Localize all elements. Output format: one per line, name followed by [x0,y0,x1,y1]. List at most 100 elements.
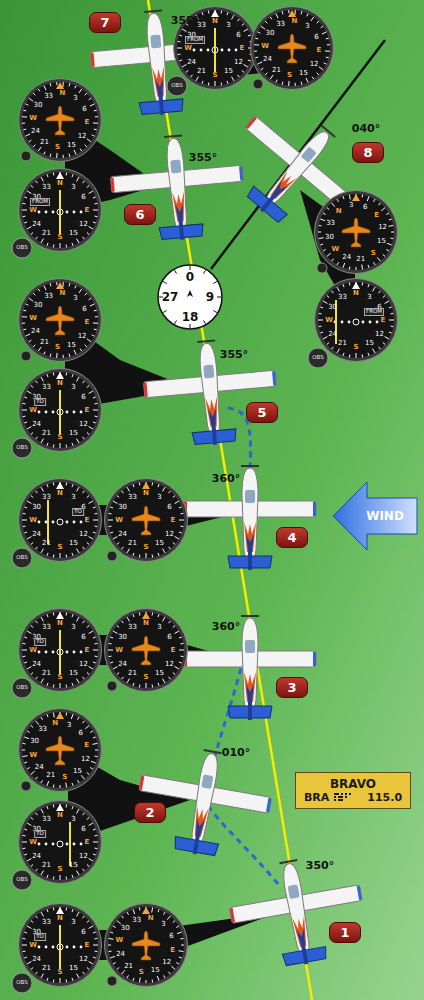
card-numeral: S [287,71,292,78]
to-from-flag: TO [34,398,46,406]
callout-number-text: 8 [363,146,372,159]
card-numeral: W [29,314,37,321]
card-numeral: 21 [197,68,206,75]
card-numeral: 21 [356,255,365,262]
card-numeral: 12 [79,530,88,537]
card-numeral: 24 [342,254,351,261]
card-numeral: 30 [30,737,39,744]
card-numeral: 3 [71,623,75,630]
card-numeral: 12 [234,58,243,65]
card-numeral: 12 [162,959,171,966]
card-numeral: S [371,249,376,256]
card-numeral: 24 [263,56,272,63]
card-numeral: 30 [121,924,130,931]
card-numeral: 12 [78,132,87,139]
callout-number: 7 [89,12,121,33]
card-numeral: N [143,620,149,627]
card-numeral: 3 [67,721,71,728]
card-numeral: N [57,620,63,627]
card-numeral: S [139,968,144,975]
heading-indicator: N36E1215S2124W3033 [104,478,188,562]
callout-number-text: 6 [135,208,144,221]
card-numeral: 15 [67,341,76,348]
card-numeral: 21 [42,670,51,677]
vor-indicator: N36E1215S2124W3033TOOBS [18,478,102,562]
card-numeral: 24 [32,852,41,859]
card-numeral: 24 [187,58,196,65]
to-from-flag: TO [34,638,46,646]
callout-number: 8 [352,142,384,163]
card-numeral: 30 [328,303,337,310]
instrument-graphic [18,708,102,792]
card-numeral: S [62,773,67,780]
obs-knob-label: OBS [16,445,28,451]
card-numeral: W [115,517,123,524]
card-numeral: 6 [314,33,318,40]
card-numeral: N [59,290,65,297]
card-numeral: 12 [375,330,384,337]
card-numeral: 33 [38,726,47,733]
card-numeral: E [240,45,245,52]
compass-cardinal: 27 [162,291,179,303]
obs-knob-label: OBS [16,980,28,986]
card-numeral: 24 [328,330,337,337]
card-numeral: E [85,207,90,214]
card-numeral: 12 [79,420,88,427]
card-numeral: E [84,319,89,326]
callout-number-text: 5 [257,406,266,419]
card-numeral: 21 [42,965,51,972]
card-numeral: N [143,490,149,497]
card-numeral: 21 [128,540,137,547]
card-numeral: 21 [46,772,55,779]
card-numeral: 15 [69,230,78,237]
card-numeral: 6 [363,203,367,210]
card-numeral: N [52,720,58,727]
card-numeral: 33 [42,918,51,925]
vor-indicator: N36E1215S2124W3033TOOBS [18,800,102,884]
card-numeral: 12 [378,224,387,231]
card-numeral: S [57,234,62,241]
card-numeral: S [57,434,62,441]
card-numeral: 12 [78,332,87,339]
vor-indicator: N36E1215S2124W3033TOOBS [18,368,102,452]
heading-indicator: N36E1215S2124W3033 [104,903,188,987]
heading-label: 040° [352,122,380,135]
card-numeral: 24 [32,955,41,962]
card-numeral: S [55,143,60,150]
card-numeral: 21 [42,540,51,547]
card-numeral: 6 [81,393,85,400]
obs-knob-label: OBS [312,355,324,361]
card-numeral: 12 [81,756,90,763]
card-numeral: 15 [69,862,78,869]
card-numeral: S [143,544,148,551]
card-numeral: 15 [69,965,78,972]
card-numeral: 3 [157,623,161,630]
callout-number: 1 [329,922,361,943]
card-numeral: 3 [161,921,165,928]
morse-code [333,792,363,802]
card-numeral: 33 [326,219,335,226]
card-numeral: 33 [42,183,51,190]
heading-indicator: N36E1215S2124W3033 [18,78,102,162]
card-numeral: W [325,317,333,324]
compass-cardinal: 0 [186,271,194,283]
to-from-flag: TO [34,933,46,941]
card-numeral: W [30,751,38,758]
card-numeral: 6 [236,31,240,38]
card-numeral: 12 [165,660,174,667]
card-numeral: 24 [31,328,40,335]
vor-indicator: N36E1215S2124W3033TOOBS [18,608,102,692]
card-numeral: 6 [81,193,85,200]
card-numeral: 6 [82,305,86,312]
card-numeral: 33 [128,623,137,630]
card-numeral: N [336,208,342,215]
card-numeral: 12 [310,60,319,67]
card-numeral: S [57,969,62,976]
card-numeral: 15 [73,767,82,774]
card-numeral: W [184,45,192,52]
card-numeral: 30 [33,101,42,108]
to-from-flag: FROM [185,36,205,44]
heading-label: 355° [171,14,199,27]
callout-number-text: 4 [287,531,296,544]
card-numeral: 12 [79,660,88,667]
